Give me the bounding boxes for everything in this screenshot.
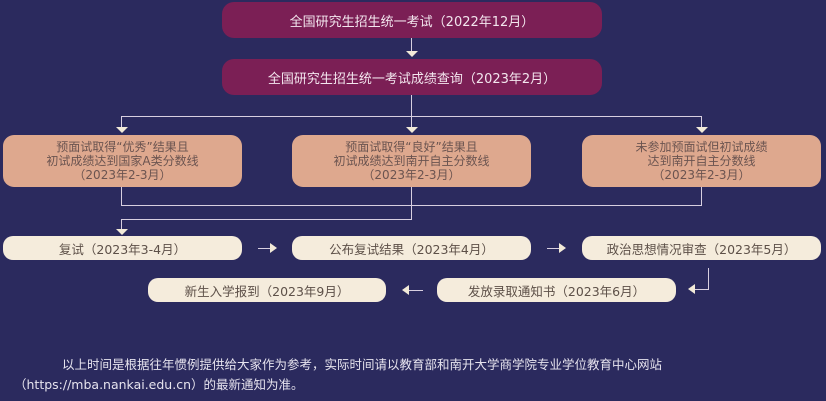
step-retest-results-label: 公布复试结果（2023年4月） (329, 241, 494, 257)
step-enrollment-label: 新生入学报到（2023年9月） (184, 283, 350, 299)
connector (547, 248, 559, 249)
branch-text: 初试成绩达到国家A类分数线 (46, 154, 199, 168)
arrow-down-icon (116, 127, 128, 133)
arrow-right-icon (270, 243, 277, 253)
arrow-down-icon (406, 51, 418, 57)
connector (408, 290, 423, 291)
footnote-line2: （https://mba.nankai.edu.cn）的最新通知为准。 (14, 377, 304, 392)
connector (701, 116, 702, 128)
arrow-down-icon (116, 229, 128, 235)
step-score-query-label: 全国研究生招生统一考试成绩查询（2023年2月） (267, 71, 557, 87)
connector (701, 187, 702, 205)
connector (121, 219, 122, 229)
branch-good: 预面试取得“良好”结果且 初试成绩达到南开自主分数线 （2023年2-3月） (292, 135, 531, 187)
connector (411, 187, 412, 220)
footnote-line1: 以上时间是根据往年惯例提供给大家作为参考，实际时间请以教育部和南开大学商学院专业… (62, 357, 663, 372)
branch-text: 未参加预面试但初试成绩 (635, 140, 768, 154)
branch-date: （2023年2-3月） (362, 168, 461, 182)
branch-no-pre-interview: 未参加预面试但初试成绩 达到南开自主分数线 （2023年2-3月） (582, 135, 821, 187)
connector (411, 116, 412, 128)
step-political-review-label: 政治思想情况审查（2023年5月） (606, 241, 797, 257)
step-retest-results: 公布复试结果（2023年4月） (292, 236, 531, 260)
step-retest: 复试（2023年3-4月） (3, 236, 242, 260)
step-retest-label: 复试（2023年3-4月） (58, 241, 187, 257)
branch-text: 预面试取得“良好”结果且 (345, 140, 478, 154)
arrow-down-icon (696, 127, 708, 133)
step-political-review: 政治思想情况审查（2023年5月） (582, 236, 821, 260)
connector (694, 289, 709, 290)
branch-text: 达到南开自主分数线 (647, 154, 756, 168)
branch-text: 初试成绩达到南开自主分数线 (333, 154, 490, 168)
step-score-query: 全国研究生招生统一考试成绩查询（2023年2月） (222, 59, 602, 95)
connector (121, 219, 412, 220)
step-exam: 全国研究生招生统一考试（2022年12月） (222, 2, 602, 38)
connector (121, 187, 122, 205)
connector (708, 268, 709, 290)
branch-excellent: 预面试取得“优秀”结果且 初试成绩达到国家A类分数线 （2023年2-3月） (3, 135, 242, 187)
step-admission-letter-label: 发放录取通知书（2023年6月） (467, 283, 646, 299)
footnote: 以上时间是根据往年惯例提供给大家作为参考，实际时间请以教育部和南开大学商学院专业… (14, 355, 814, 395)
step-exam-label: 全国研究生招生统一考试（2022年12月） (289, 14, 535, 30)
arrow-right-icon (559, 243, 566, 253)
branch-date: （2023年2-3月） (652, 168, 751, 182)
branch-date: （2023年2-3月） (73, 168, 172, 182)
arrow-down-icon (406, 127, 418, 133)
branch-text: 预面试取得“优秀”结果且 (56, 140, 189, 154)
connector (121, 116, 122, 128)
step-admission-letter: 发放录取通知书（2023年6月） (437, 278, 676, 302)
connector (411, 95, 412, 116)
step-enrollment: 新生入学报到（2023年9月） (148, 278, 386, 302)
connector (411, 38, 412, 52)
arrow-left-icon (688, 284, 695, 294)
arrow-left-icon (402, 285, 409, 295)
connector (258, 248, 270, 249)
